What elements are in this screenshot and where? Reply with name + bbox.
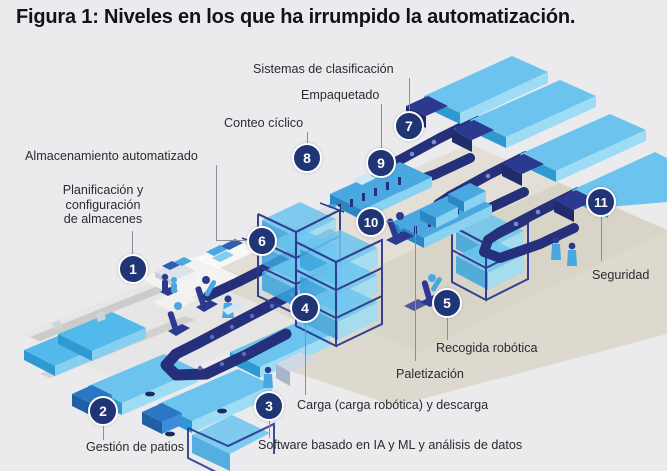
label-almacenamiento: Almacenamiento automatizado [25,149,198,163]
leader-line-1 [132,231,134,254]
badge-5-number: 5 [443,295,451,311]
label-seguridad: Seguridad [592,268,650,282]
security-staff [551,236,577,266]
leader-line-5 [447,318,449,340]
badge-1[interactable]: 1 [118,254,148,284]
storage-rack-2 [295,230,383,348]
label-sistemas: Sistemas de clasificación [253,62,394,76]
leader-line-8 [307,132,309,143]
leader-line-11 [601,217,603,261]
badge-7-number: 7 [405,118,413,134]
robotic-arm-left [195,276,218,312]
label-gestion: Gestión de patios [86,440,185,454]
label-recogida: Recogida robótica [436,341,538,355]
badge-10[interactable]: 10 [356,207,386,237]
badge-9[interactable]: 9 [366,148,396,178]
inventory-drone [319,202,345,213]
storage-rack-4 [187,415,275,471]
outbound-trailer-0 [406,56,548,128]
badge-6-number: 6 [258,233,266,249]
badge-10-number: 10 [363,214,379,230]
data-glyph [196,239,258,269]
label-planificacion: Planificación y configuración de almacen… [33,183,173,227]
robotic-arm-left-2 [167,302,190,336]
badge-8-number: 8 [303,150,311,166]
leader-line-2 [103,426,105,440]
label-software: Software basado en IA y ML y análisis de… [258,438,523,452]
badge-1-number: 1 [129,261,137,277]
pallet-boxes [420,183,486,228]
badge-3[interactable]: 3 [254,391,284,421]
label-planificacion-line1: Planificación y [62,183,144,197]
badge-8[interactable]: 8 [292,143,322,173]
leader-line-6-h [216,240,248,242]
dock-worker [263,352,314,388]
badge-4[interactable]: 4 [290,293,320,323]
leader-line-9 [381,104,383,148]
outbound-trailer-1 [452,80,596,152]
worker-center [222,295,244,318]
label-conteo: Conteo cíclico [224,116,304,130]
label-empaquetado: Empaquetado [301,88,380,102]
badge-9-number: 9 [377,155,385,171]
leader-line-10-v [415,221,417,361]
badge-3-number: 3 [265,398,273,414]
planner-figures [152,273,196,312]
leader-line-3 [269,421,271,438]
leader-line-4 [305,323,307,395]
label-paletizacion: Paletización [396,367,464,381]
label-carga: Carga (carga robótica) y descarga [297,398,489,412]
leader-line-10-h [386,221,416,223]
label-planificacion-line3: de almacenes [63,212,143,226]
label-planificacion-line2: configuración [65,197,141,212]
page-title: Figura 1: Niveles en los que ha irrumpid… [16,6,576,28]
badge-7[interactable]: 7 [394,111,424,141]
leader-line-6-v [216,165,218,241]
badge-11[interactable]: 11 [586,187,616,217]
badge-5[interactable]: 5 [432,288,462,318]
packaging-area [330,162,432,220]
badge-2[interactable]: 2 [88,396,118,426]
leader-line-7 [409,78,411,111]
badge-4-number: 4 [301,300,309,316]
delivery-truck-2 [142,369,272,437]
outbound-trailer-2 [502,114,646,186]
badge-6[interactable]: 6 [247,226,277,256]
badge-11-number: 11 [594,194,608,210]
parked-trailers [24,311,146,376]
badge-2-number: 2 [99,403,107,419]
